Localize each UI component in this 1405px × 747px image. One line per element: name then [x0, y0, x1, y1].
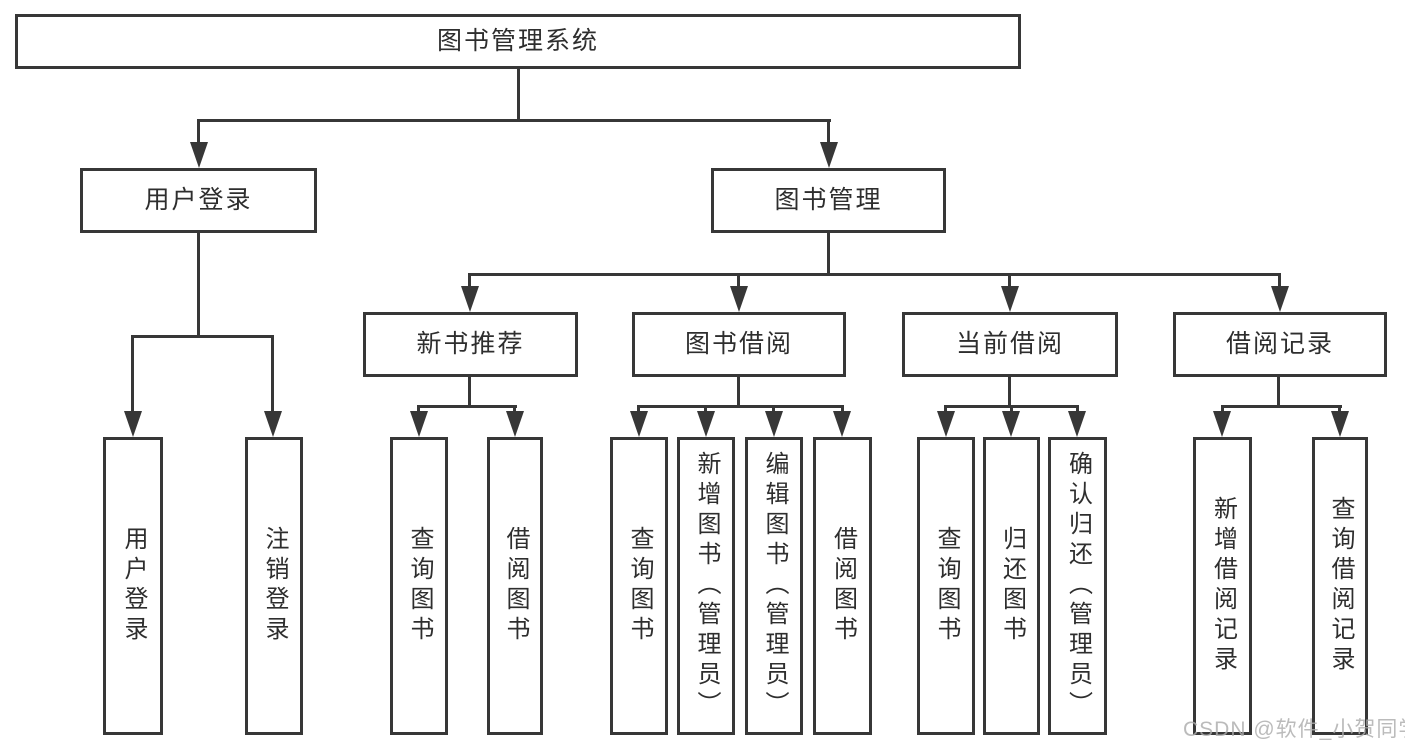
leaf-query-books-borrowing: 查询图书 [610, 437, 668, 735]
node-borrow-records: 借阅记录 [1173, 312, 1387, 377]
node-book-borrowing: 图书借阅 [632, 312, 846, 377]
connector-line [704, 405, 707, 414]
arrow-down-icon [833, 411, 851, 437]
leaf-logout: 注销登录 [245, 437, 303, 735]
connector-line [737, 377, 740, 405]
leaf-query-books-newbooks: 查询图书 [390, 437, 448, 735]
connector-line [1277, 377, 1280, 405]
arrow-down-icon [190, 142, 208, 168]
leaf-add-borrow-record: 新增借阅记录 [1193, 437, 1252, 735]
arrow-down-icon [630, 411, 648, 437]
connector-line [197, 233, 200, 335]
node-library-system: 图书管理系统 [15, 14, 1021, 69]
arrow-down-icon [1213, 411, 1231, 437]
connector-line [637, 405, 640, 414]
connector-line [1008, 377, 1011, 405]
arrow-down-icon [730, 286, 748, 312]
leaf-add-books-admin: 新增图书（管理员） [677, 437, 735, 735]
connector-line [1008, 273, 1011, 289]
connector-line [417, 405, 420, 414]
arrow-down-icon [1002, 411, 1020, 437]
arrow-down-icon [1001, 286, 1019, 312]
connector-line [841, 405, 844, 414]
arrow-down-icon [1068, 411, 1086, 437]
connector-line [637, 405, 844, 408]
connector-line [737, 273, 740, 289]
arrow-down-icon [124, 411, 142, 437]
connector-line [1076, 405, 1079, 414]
node-book-management: 图书管理 [711, 168, 946, 233]
arrow-down-icon [506, 411, 524, 437]
connector-line [468, 377, 471, 405]
connector-line [517, 69, 520, 119]
arrow-down-icon [1331, 411, 1349, 437]
leaf-return-books: 归还图书 [983, 437, 1040, 735]
leaf-query-borrow-record: 查询借阅记录 [1312, 437, 1368, 735]
connector-line [197, 119, 831, 122]
leaf-borrow-books-newbooks: 借阅图书 [487, 437, 543, 735]
connector-line [417, 405, 517, 408]
connector-line [468, 273, 1281, 276]
connector-line [271, 335, 274, 413]
connector-line [827, 119, 830, 145]
arrow-down-icon [937, 411, 955, 437]
arrow-down-icon [1271, 286, 1289, 312]
watermark: CSDN @软件_小贺同学 [1183, 718, 1405, 741]
leaf-confirm-return-admin: 确认归还（管理员） [1048, 437, 1107, 735]
arrow-down-icon [820, 142, 838, 168]
connector-line [1278, 273, 1281, 289]
leaf-user-login: 用户登录 [103, 437, 163, 735]
arrow-down-icon [410, 411, 428, 437]
leaf-borrow-books-borrowing: 借阅图书 [813, 437, 872, 735]
connector-line [1010, 405, 1013, 414]
node-current-borrowing: 当前借阅 [902, 312, 1118, 377]
connector-line [1338, 405, 1341, 414]
node-new-book-recommend: 新书推荐 [363, 312, 578, 377]
connector-line [944, 405, 947, 414]
arrow-down-icon [697, 411, 715, 437]
arrow-down-icon [765, 411, 783, 437]
node-user-login: 用户登录 [80, 168, 317, 233]
connector-line [468, 273, 471, 289]
connector-line [827, 233, 830, 273]
connector-line [1221, 405, 1342, 408]
connector-line [131, 335, 134, 413]
connector-line [513, 405, 516, 414]
arrow-down-icon [264, 411, 282, 437]
connector-line [197, 119, 200, 145]
leaf-query-books-current: 查询图书 [917, 437, 975, 735]
connector-line [772, 405, 775, 414]
arrow-down-icon [461, 286, 479, 312]
connector-line [131, 335, 274, 338]
leaf-edit-books-admin: 编辑图书（管理员） [745, 437, 803, 735]
connector-line [1221, 405, 1224, 414]
